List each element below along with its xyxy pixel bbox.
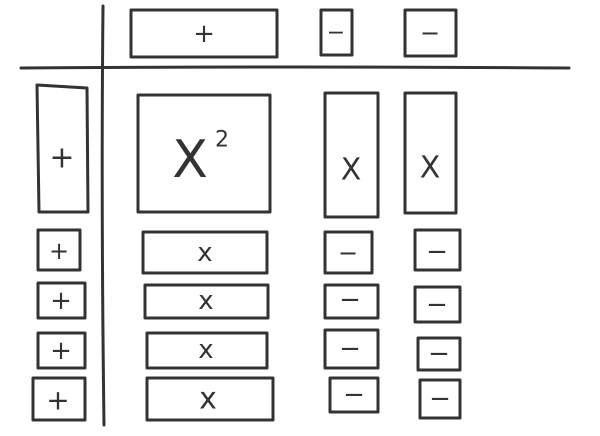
- vertical-divider: [100, 4, 106, 427]
- tile-label: +: [46, 384, 69, 417]
- unit-tile: −: [416, 336, 462, 372]
- tile-label: −: [339, 334, 361, 364]
- unit-tile: −: [323, 283, 380, 320]
- unit-tile: −: [328, 376, 380, 414]
- top-unit-tile-1: −: [319, 8, 354, 57]
- tile-label: X: [341, 153, 362, 188]
- top-unit-tile-2: −: [403, 8, 458, 58]
- x-tile: X: [323, 91, 380, 219]
- tile-label: −: [327, 21, 345, 46]
- left-unit-tile: +: [31, 376, 87, 422]
- tile-label: X: [172, 130, 208, 190]
- tile-label: −: [428, 339, 450, 369]
- tile-label: −: [420, 19, 440, 47]
- unit-tile: −: [418, 378, 462, 420]
- left-unit-tile: +: [36, 228, 82, 272]
- tile-label: X: [420, 151, 441, 186]
- x-tile: x: [145, 376, 275, 422]
- x-tile: X: [403, 91, 458, 215]
- tile-label: −: [339, 285, 361, 315]
- left-x-tile: +: [35, 83, 90, 214]
- tile-label: x: [198, 335, 213, 365]
- x-tile: x: [145, 331, 269, 370]
- tile-label: x: [198, 286, 213, 316]
- tile-label: −: [429, 384, 451, 414]
- tile-label: −: [343, 380, 365, 410]
- x-tile: x: [141, 230, 269, 275]
- unit-tile: −: [413, 228, 462, 272]
- tile-label: −: [426, 290, 448, 320]
- top-x-tile: +: [129, 8, 279, 59]
- tile-label: x: [199, 382, 217, 417]
- left-unit-tile: +: [36, 281, 87, 320]
- tile-label: +: [193, 19, 215, 49]
- tile-label: +: [50, 286, 72, 316]
- unit-tile: −: [323, 230, 374, 275]
- x-squared-tile: X 2: [136, 93, 272, 214]
- unit-tile: −: [323, 328, 380, 370]
- tile-label: +: [50, 336, 72, 366]
- tile-label: +: [49, 141, 74, 176]
- left-unit-tile: +: [36, 331, 87, 370]
- tile-label: x: [197, 238, 212, 268]
- tile-label: +: [49, 237, 69, 265]
- unit-tile: −: [413, 285, 462, 324]
- tile-label: −: [338, 239, 358, 267]
- x-tile: x: [143, 283, 270, 320]
- horizontal-divider: [19, 65, 571, 70]
- tile-label: −: [426, 237, 448, 267]
- exponent-label: 2: [215, 128, 229, 153]
